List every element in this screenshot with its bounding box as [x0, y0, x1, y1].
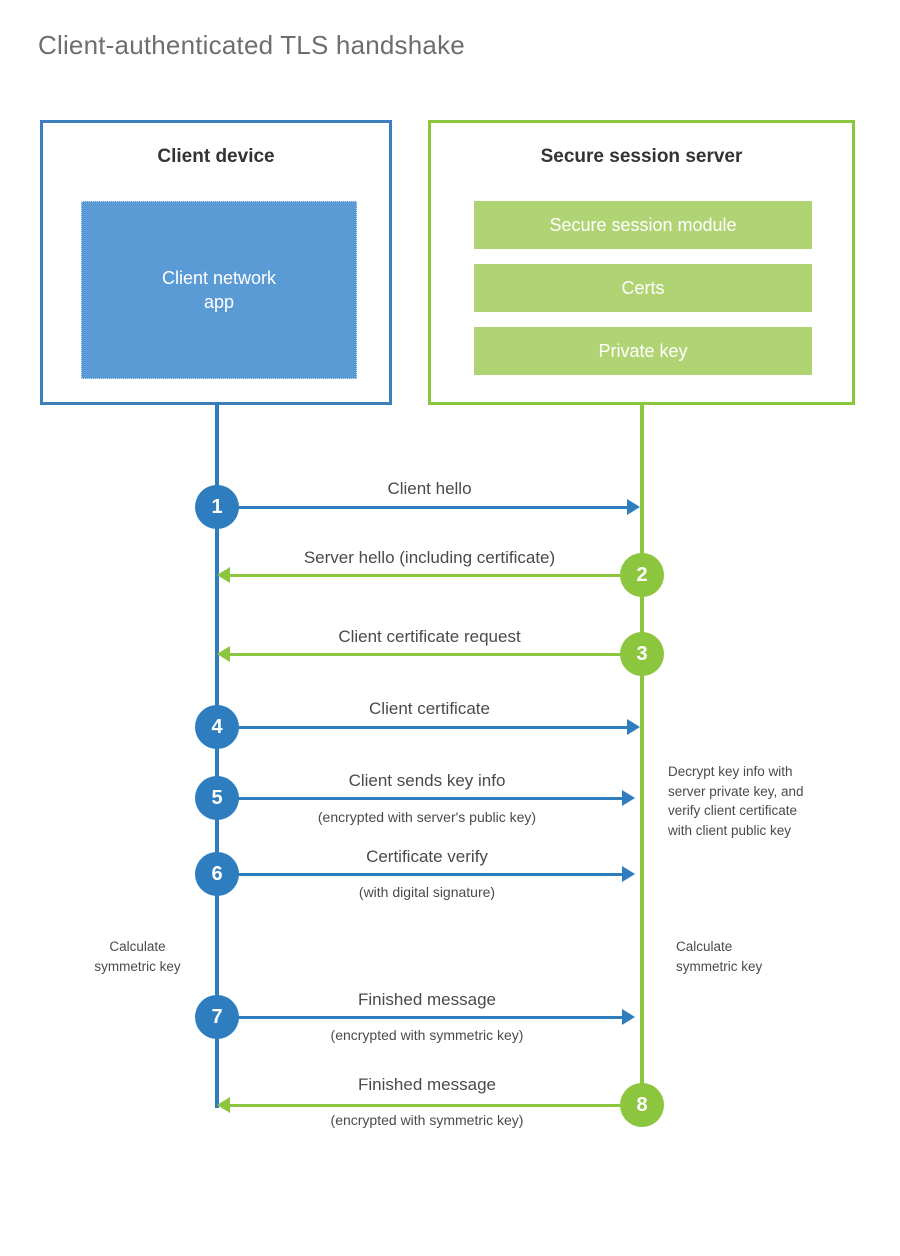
step-1-arrow-line — [217, 506, 627, 509]
server-component-certs: Certs — [474, 264, 812, 312]
client-app-label-line2: app — [203, 292, 235, 312]
client-lifeline — [215, 402, 219, 1108]
note-calc-client-line2: symmetric key — [94, 958, 181, 974]
step-1-label: Client hello — [387, 479, 472, 498]
client-device-box: Client device Client network app — [40, 120, 392, 405]
client-app-label-line1: Client network — [161, 267, 277, 288]
note-decrypt-line1: Decrypt key info with — [668, 764, 793, 779]
step-4-badge[interactable]: 4 — [195, 705, 239, 749]
server-component-secure-session-module: Secure session module — [474, 201, 812, 249]
note-calculate-symmetric-key-server: Calculate symmetric key — [676, 937, 856, 976]
step-5-arrow-head-right-icon — [622, 790, 635, 806]
step-7-arrow-head-right-icon — [622, 1009, 635, 1025]
step-2-arrow-line — [230, 574, 642, 577]
server-component-private-key: Private key — [474, 327, 812, 375]
step-8-label: Finished message — [358, 1075, 496, 1094]
step-7-badge[interactable]: 7 — [195, 995, 239, 1039]
step-2-label: Server hello (including certificate) — [303, 548, 556, 567]
client-network-app-block: Client network app — [81, 201, 357, 379]
step-8-arrow-line — [230, 1104, 642, 1107]
step-7-arrow-line — [217, 1016, 622, 1019]
step-8-badge[interactable]: 8 — [620, 1083, 664, 1127]
step-6-arrow-head-right-icon — [622, 866, 635, 882]
step-5-arrow-line — [217, 797, 622, 800]
step-3-badge[interactable]: 3 — [620, 632, 664, 676]
step-8-sublabel: (encrypted with symmetric key) — [330, 1112, 524, 1128]
page-title: Client-authenticated TLS handshake — [38, 30, 465, 60]
step-1-arrow-head-right-icon — [627, 499, 640, 515]
step-2-arrow-head-left-icon — [217, 567, 230, 583]
secure-session-server-title: Secure session server — [540, 146, 743, 167]
client-device-title: Client device — [157, 146, 275, 167]
step-6-sublabel: (with digital signature) — [358, 884, 496, 900]
step-4-label: Client certificate — [369, 699, 490, 718]
note-calc-client-line1: Calculate — [109, 939, 166, 954]
step-5-sublabel: (encrypted with server's public key) — [317, 809, 537, 825]
step-7-sublabel: (encrypted with symmetric key) — [330, 1027, 524, 1043]
note-decrypt-line2: server private key, and — [668, 783, 804, 799]
step-4-arrow-head-right-icon — [627, 719, 640, 735]
step-5-badge[interactable]: 5 — [195, 776, 239, 820]
step-8-arrow-head-left-icon — [217, 1097, 230, 1113]
note-decrypt-line4: with client public key — [668, 822, 792, 838]
secure-session-server-box: Secure session server Secure session mod… — [428, 120, 855, 405]
step-6-badge[interactable]: 6 — [195, 852, 239, 896]
step-4-arrow-line — [217, 726, 627, 729]
step-6-label: Certificate verify — [366, 847, 488, 866]
step-6-arrow-line — [217, 873, 622, 876]
note-decrypt-line3: verify client certificate — [668, 803, 798, 819]
step-1-badge[interactable]: 1 — [195, 485, 239, 529]
note-calc-server-line1: Calculate — [676, 939, 733, 954]
step-3-label: Client certificate request — [338, 627, 521, 646]
server-lifeline — [640, 402, 644, 1108]
step-2-badge[interactable]: 2 — [620, 553, 664, 597]
step-3-arrow-head-left-icon — [217, 646, 230, 662]
note-calc-server-line2: symmetric key — [676, 958, 763, 974]
note-decrypt-key-info: Decrypt key info with server private key… — [668, 762, 868, 840]
step-3-arrow-line — [230, 653, 642, 656]
note-calculate-symmetric-key-client: Calculate symmetric key — [60, 937, 215, 976]
step-7-label: Finished message — [358, 990, 496, 1009]
step-5-label: Client sends key info — [348, 771, 506, 790]
